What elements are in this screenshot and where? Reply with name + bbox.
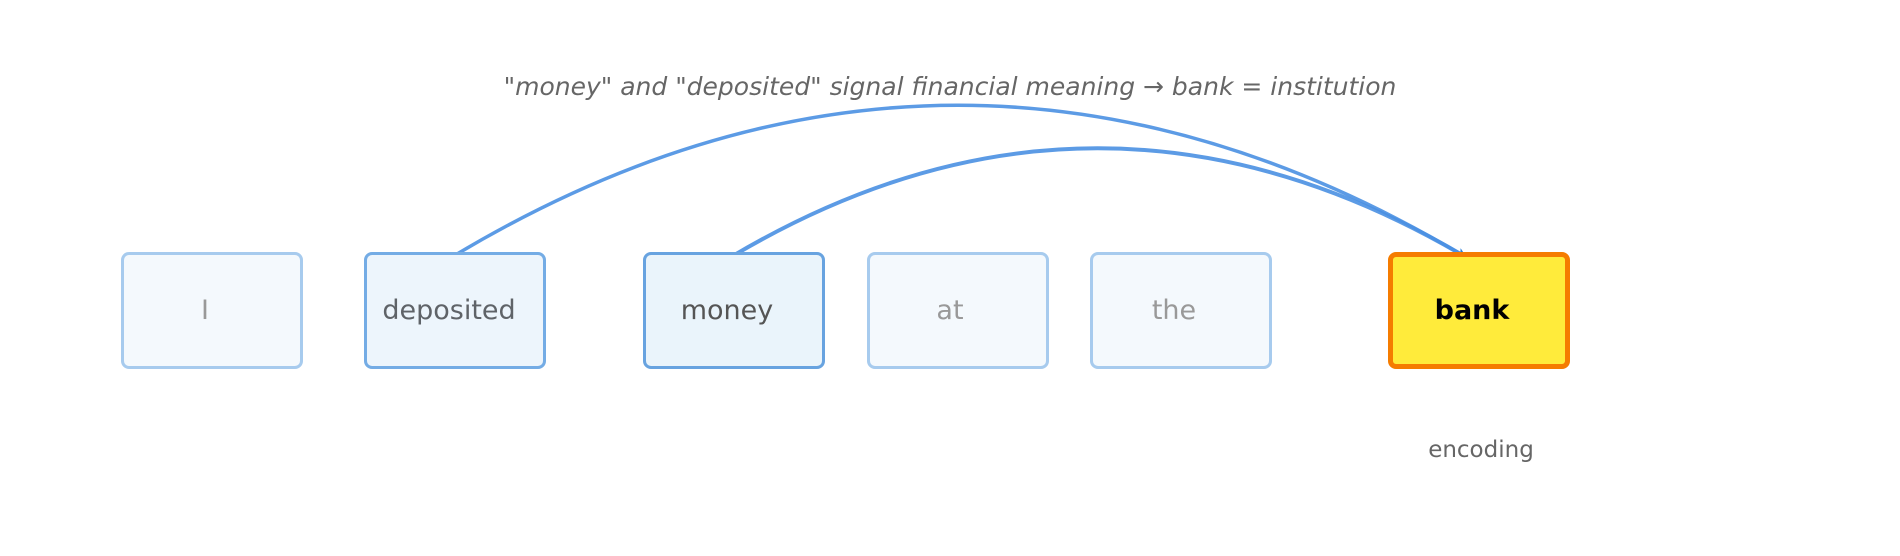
arrow-deposited-to-bank <box>451 103 1467 259</box>
token-bank-target: bank <box>1388 252 1570 369</box>
target-label: encoding <box>1428 437 1534 463</box>
arrow-money-to-bank <box>729 146 1467 259</box>
diagram-caption: "money" and "deposited" signal financial… <box>503 72 1397 101</box>
token-text: the <box>1151 295 1197 326</box>
token-deposited: deposited <box>364 252 546 369</box>
token-text: money <box>680 295 774 326</box>
token-at: at <box>867 252 1049 369</box>
token-text: at <box>936 295 964 326</box>
token-money: money <box>643 252 825 369</box>
token-text: deposited <box>382 295 516 326</box>
token-text: bank <box>1434 295 1510 326</box>
token-i: I <box>121 252 303 369</box>
token-the: the <box>1090 252 1272 369</box>
token-text: I <box>201 295 209 326</box>
